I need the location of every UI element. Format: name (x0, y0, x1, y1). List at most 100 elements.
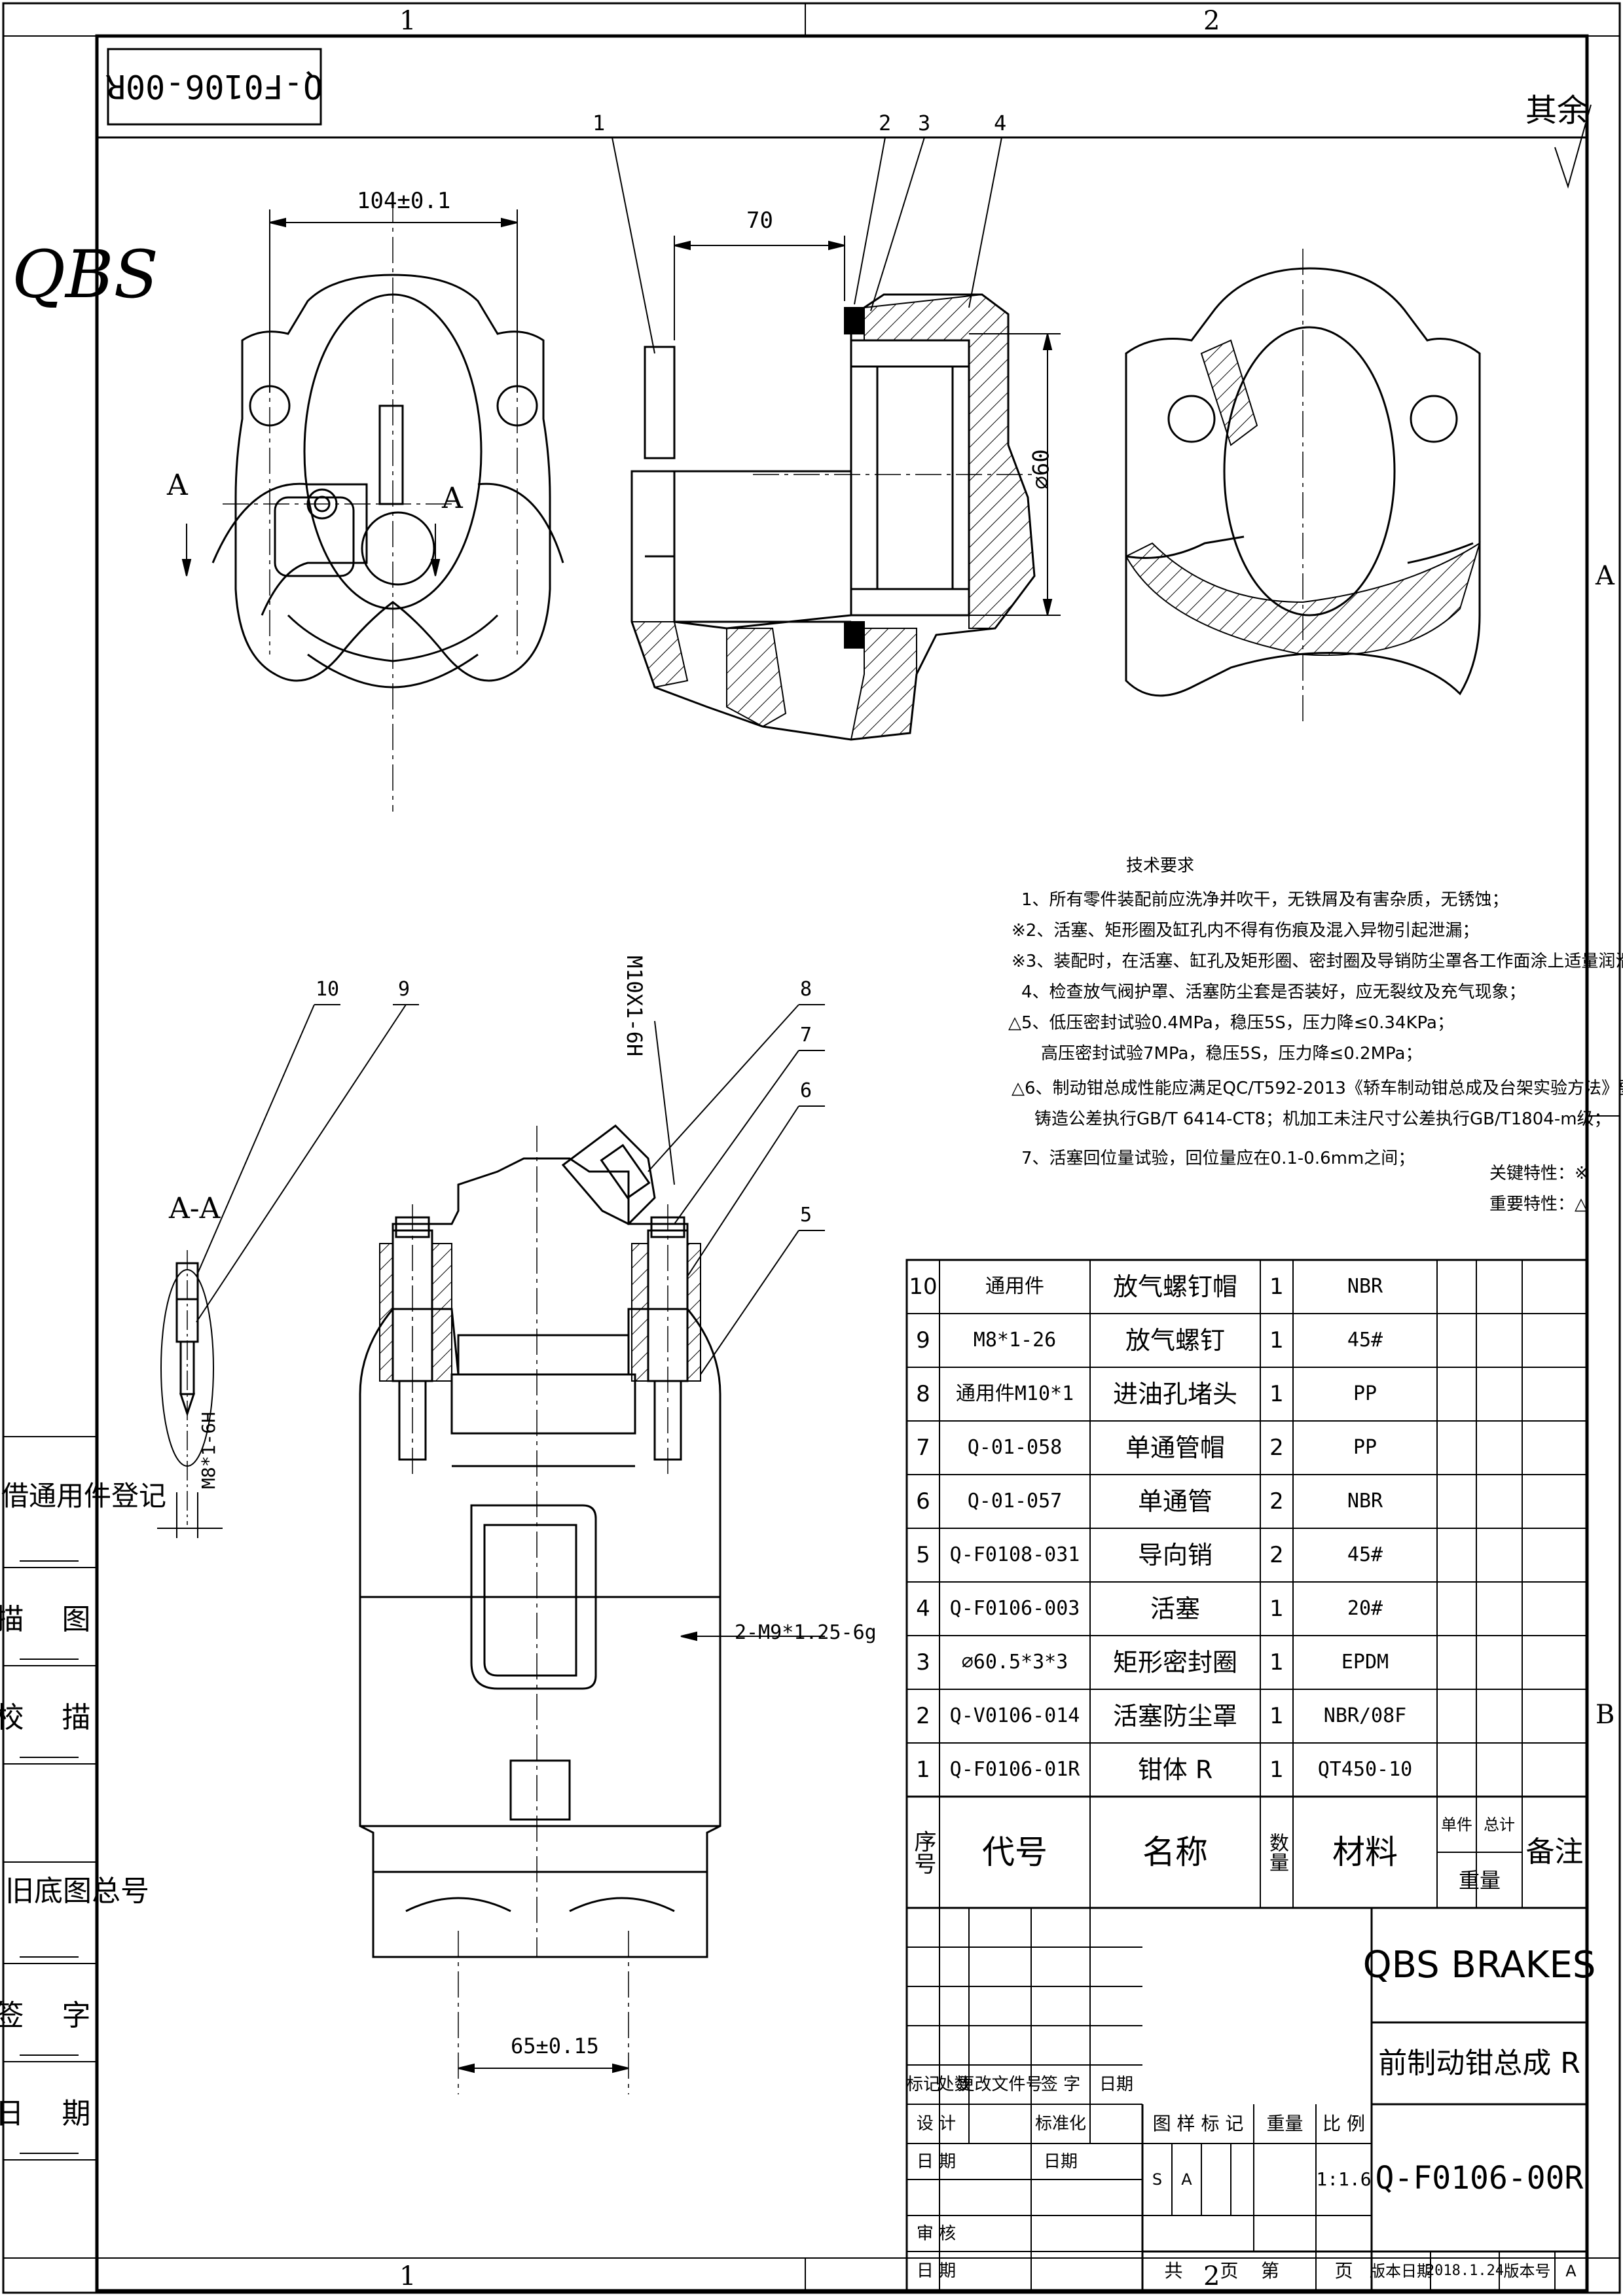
version-date-label: 版本日期 (1370, 2262, 1432, 2280)
bom-cell-material: 20# (1347, 1597, 1383, 1620)
design-label: 设 计 (916, 2114, 957, 2134)
tech-line-1: 1、所有零件装配前应洗净并吹干，无铁屑及有害杂质，无锈蚀； (1021, 890, 1509, 910)
zone-right-b: B (1596, 1700, 1615, 1730)
bom-cell-code: Q-F0106-01R (949, 1758, 1080, 1781)
bleeder-port (561, 1124, 656, 1225)
top-callout-leaders (593, 137, 1012, 354)
callout-5: 5 (800, 1204, 812, 1227)
bom-cell-material: PP (1353, 1436, 1377, 1459)
zone-top-1: 1 (399, 6, 416, 36)
review-date-label: 日 期 (916, 2261, 957, 2281)
tech-line-6: △6、制动钳总成性能应满足QC/T592-2013《轿车制动钳总成及台架实验方法… (1012, 1079, 1623, 1098)
bom-header-name: 名称 (1142, 1833, 1208, 1871)
bom-cell-no: 5 (916, 1542, 930, 1568)
rev-col-file: 更改文件号 (957, 2075, 1043, 2094)
scale-label: 比 例 (1322, 2113, 1365, 2134)
registry-check: 校 描 (0, 1701, 105, 1734)
tech-line-5: △5、低压密封试验0.4MPa，稳压5S，压力降≤0.34KPa； (1008, 1013, 1454, 1033)
rev-col-date: 日期 (1099, 2075, 1133, 2094)
bom-cell-material: 45# (1347, 1543, 1383, 1566)
version-value: A (1565, 2262, 1577, 2280)
registry-trace: 描 图 (0, 1603, 105, 1636)
section-mark-right: A (442, 482, 463, 515)
tech-line-6b: 铸造公差执行GB/T 6414-CT8；机加工未注尺寸公差执行GB/T1804-… (1034, 1109, 1611, 1129)
side-registry-frame (3, 1436, 97, 2161)
roughness-symbol (1554, 104, 1592, 189)
dim-depth-lines (674, 236, 1061, 616)
bom-cell-qty: 2 (1269, 1488, 1284, 1515)
bom-cell-no: 8 (916, 1381, 930, 1407)
bom-cell-no: 1 (916, 1757, 930, 1783)
bom-cell-code: 通用件 (985, 1275, 1044, 1298)
tech-line-5b: 高压密封试验7MPa，稳压5S，压力降≤0.2MPa； (1041, 1044, 1423, 1064)
registry-old-no: 旧底图总号 (5, 1874, 149, 1908)
section-aa-dim (157, 1250, 223, 1538)
bom-cell-qty: 1 (1269, 1381, 1284, 1407)
bom-cell-qty: 2 (1269, 1435, 1284, 1461)
thread-guide: 2-M9*1.25-6g (735, 1621, 877, 1644)
bom-cell-name: 钳体 R (1137, 1755, 1213, 1784)
bom-cell-name: 单通管帽 (1125, 1433, 1225, 1462)
version-label: 版本号 (1503, 2262, 1551, 2280)
scale-value: 1:1.6 (1316, 2168, 1372, 2190)
registry-borrow: 借通用件登记 (1, 1480, 167, 1512)
bom-cell-code: M8*1-26 (973, 1329, 1057, 1352)
code-box (107, 48, 322, 126)
bom-header-weight: 重量 (1458, 1867, 1501, 1893)
callout-1: 1 (593, 111, 606, 135)
company-name: QBS BRAKES (1362, 1943, 1596, 1986)
bom-cell-name: 放气螺钉帽 (1112, 1272, 1237, 1301)
code-rotated: Q-F0106-00R (105, 67, 323, 106)
bom-cell-no: 2 (916, 1703, 930, 1729)
bom-header-code: 代号 (982, 1833, 1048, 1871)
bom-cell-material: NBR (1347, 1490, 1383, 1513)
dim-depth: 70 (746, 207, 773, 234)
bom-header-qty: 数量 (1266, 1833, 1288, 1872)
callout-10: 10 (316, 978, 340, 1001)
bom-cell-no: 6 (916, 1488, 930, 1515)
tech-line-2: ※2、活塞、矩形圈及缸孔内不得有伤痕及混入异物引起泄漏； (1012, 921, 1480, 941)
tech-line-4: 4、检查放气阀护罩、活塞防尘套是否装好，应无裂纹及充气现象； (1021, 982, 1526, 1002)
stage-s: S (1152, 2170, 1163, 2189)
bom-cell-qty: 2 (1269, 1542, 1284, 1568)
bom-cell-no: 4 (916, 1596, 930, 1622)
front-view-centerlines (223, 196, 518, 812)
stage-a: A (1181, 2170, 1192, 2189)
bom-cell-code: Q-F0106-003 (949, 1597, 1080, 1620)
bom-header-remark: 备注 (1525, 1835, 1584, 1869)
tech-line-3: ※3、装配时，在活塞、缸孔及矩形圈、密封圈及导销防尘罩各工作面涂上适量润滑脂； (1012, 952, 1623, 971)
bom-header-no: 序号 (910, 1830, 936, 1874)
rev-col-mark: 标记 (906, 2075, 941, 2094)
dim-bottom: 65±0.15 (511, 2034, 599, 2058)
bom-cell-name: 进油孔堵头 (1112, 1380, 1237, 1408)
zone-bottom-2: 2 (1203, 2261, 1220, 2291)
bom-cell-no: 7 (916, 1435, 930, 1461)
bom-cell-material: EPDM (1341, 1651, 1389, 1674)
page-unit: 页 (1334, 2260, 1353, 2282)
review-label: 审 核 (916, 2223, 957, 2244)
thread-port: M10X1-6H (622, 956, 647, 1057)
bom-cell-code: Q-V0106-014 (949, 1704, 1080, 1727)
bom-cell-material: 45# (1347, 1329, 1383, 1352)
zone-top-2: 2 (1203, 6, 1220, 36)
callout-6: 6 (800, 1079, 812, 1102)
total-sheets-unit: 页 (1220, 2260, 1239, 2282)
bom-cell-qty: 1 (1269, 1327, 1284, 1354)
callout-3: 3 (918, 111, 931, 135)
bom-cell-qty: 1 (1269, 1649, 1284, 1676)
important-feature: 重要特性：△ (1489, 1194, 1588, 1214)
bom-cell-name: 矩形密封圈 (1112, 1648, 1237, 1677)
bom-header-total: 总计 (1484, 1815, 1515, 1834)
part-name: 前制动钳总成 R (1378, 2046, 1580, 2080)
bom-cell-code: ⌀60.5*3*3 (961, 1651, 1068, 1674)
bom-table-lines (907, 1260, 1587, 1908)
bom-cell-material: QT450-10 (1317, 1758, 1413, 1781)
registry-sign: 签 字 (0, 1999, 105, 2032)
dim-width-lines (269, 209, 518, 393)
section-view-hatching (630, 293, 1036, 741)
bom-cell-qty: 1 (1269, 1274, 1284, 1300)
bom-cell-material: PP (1353, 1382, 1377, 1405)
tech-line-7: 7、活塞回位量试验，回位量应在0.1-0.6mm之间； (1021, 1149, 1415, 1168)
bom-cell-name: 导向销 (1137, 1541, 1213, 1570)
callout-4: 4 (994, 111, 1007, 135)
